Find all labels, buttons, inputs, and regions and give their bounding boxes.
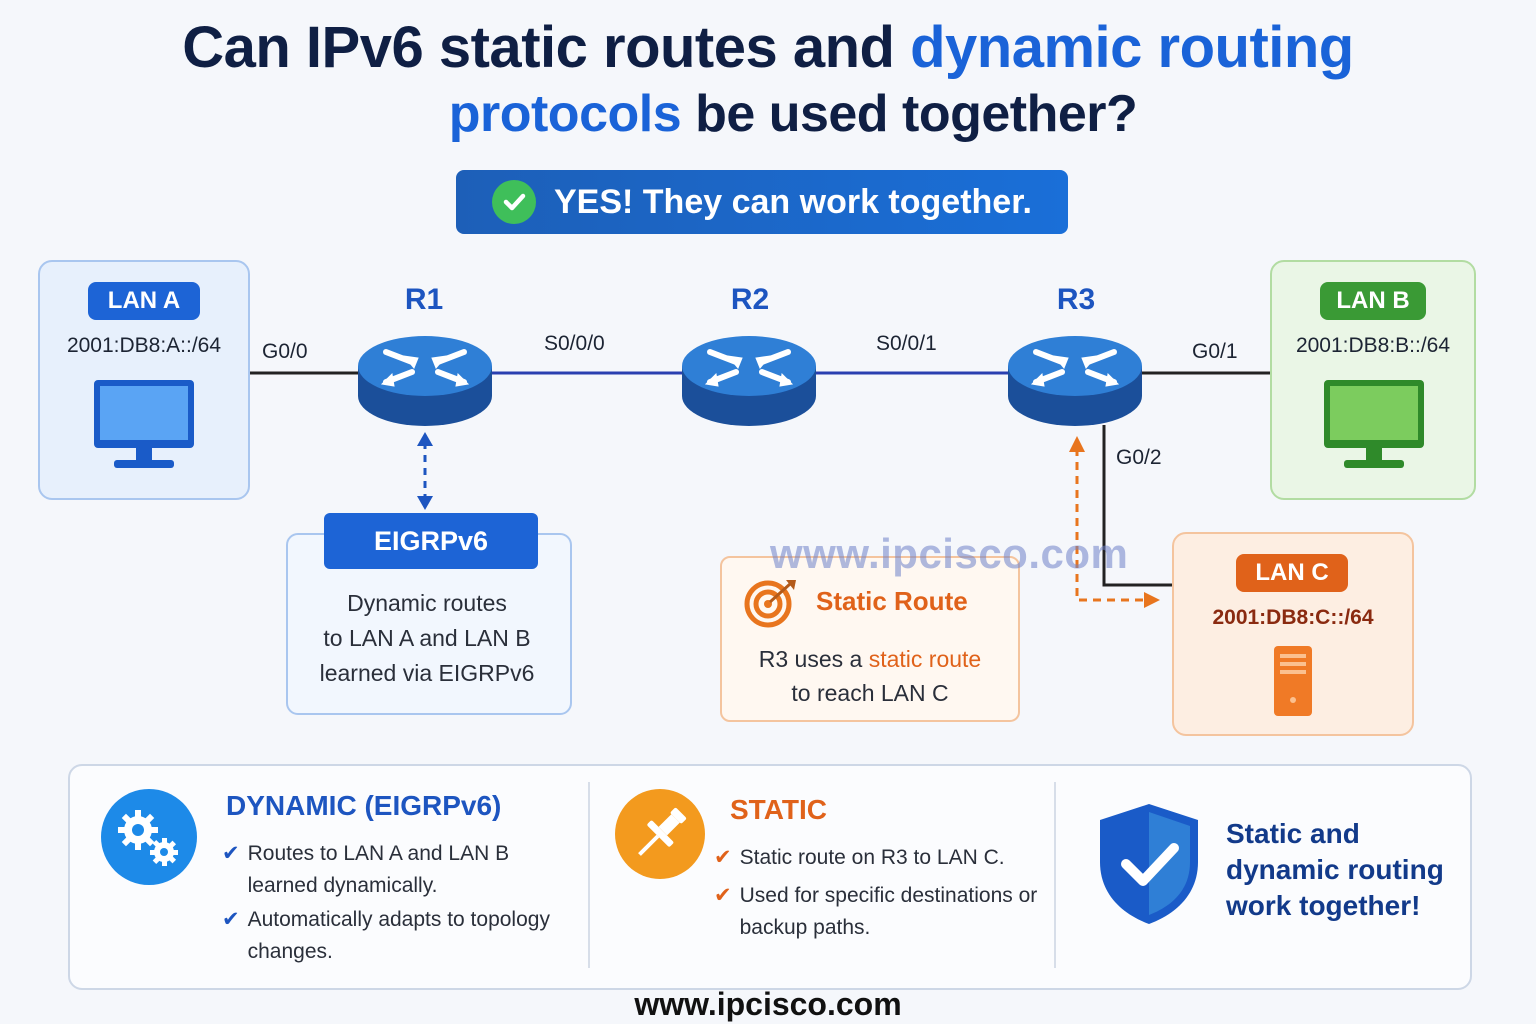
answer-text: YES! They can work together. xyxy=(553,182,1032,221)
target-icon xyxy=(744,580,796,628)
dynamic-bullet: ✔Automatically adapts to topology change… xyxy=(222,904,574,968)
eigrp-arrow-head-up xyxy=(417,432,433,446)
static-route-label: Static Route xyxy=(816,586,968,616)
conclusion-text: Static and dynamic routing work together… xyxy=(1226,818,1444,921)
lan-c-card: LAN C 2001:DB8:C::/64 xyxy=(1172,532,1414,736)
eigrp-description: Dynamic routes to LAN A and LAN B learne… xyxy=(286,586,568,691)
lan-a-label: LAN A xyxy=(88,282,200,320)
router-icon[interactable] xyxy=(356,330,494,430)
check-icon: ✔ xyxy=(714,846,732,869)
title-highlight: dynamic routing xyxy=(910,15,1354,80)
static-highlight: static route xyxy=(868,646,982,672)
dynamic-bullet: ✔Routes to LAN A and LAN B learned dynam… xyxy=(222,838,574,902)
interface-label: G0/1 xyxy=(1192,340,1238,363)
check-icon: ✔ xyxy=(222,842,240,865)
static-arrow xyxy=(1075,448,1146,602)
static-title: STATIC xyxy=(730,794,827,825)
router-r1-label: R1 xyxy=(404,283,444,316)
interface-label: G0/2 xyxy=(1116,446,1162,469)
router-r3-label: R3 xyxy=(1056,283,1096,316)
static-arrow-head-up xyxy=(1069,436,1085,452)
static-arrow-head-right xyxy=(1144,592,1160,608)
monitor-icon xyxy=(1324,380,1424,468)
static-route-description: R3 uses a static route to reach LAN C xyxy=(722,642,1018,710)
title-text: Can IPv6 static routes and xyxy=(182,15,911,80)
interface-label: G0/0 xyxy=(262,340,308,363)
lan-b-label: LAN B xyxy=(1320,282,1426,320)
eigrp-arrow-head-down xyxy=(417,496,433,510)
eigrp-line: to LAN A and LAN B xyxy=(323,625,531,651)
divider xyxy=(1054,782,1056,968)
page-title-line1: Can IPv6 static routes and dynamic routi… xyxy=(0,14,1536,81)
title-text: be used together? xyxy=(681,85,1138,143)
title-highlight: protocols xyxy=(448,85,682,143)
router-r2-label: R2 xyxy=(730,283,770,316)
dynamic-title: DYNAMIC (EIGRPv6) xyxy=(226,790,502,821)
interface-label: S0/0/1 xyxy=(876,332,937,355)
static-bullet: ✔Used for specific destinations or backu… xyxy=(714,880,1044,944)
summary-panel xyxy=(68,764,1472,990)
watermark: www.ipcisco.com xyxy=(770,530,1129,577)
page-title-line2: protocols be used together? xyxy=(0,84,1536,144)
interface-label: S0/0/0 xyxy=(544,332,605,355)
divider xyxy=(588,782,590,968)
pushpin-icon xyxy=(615,789,705,879)
lan-a-card: LAN A 2001:DB8:A::/64 xyxy=(38,260,250,500)
lan-b-address: 2001:DB8:B::/64 xyxy=(1295,334,1451,357)
footer-url[interactable]: www.ipcisco.com xyxy=(634,986,902,1022)
eigrp-line: Dynamic routes xyxy=(347,590,507,616)
router-icon[interactable] xyxy=(680,330,818,430)
check-icon: ✔ xyxy=(222,908,240,931)
gears-icon xyxy=(101,789,197,885)
eigrp-line: learned via EIGRPv6 xyxy=(319,660,535,686)
lan-c-label: LAN C xyxy=(1236,554,1348,592)
static-text: to reach LAN C xyxy=(791,680,949,706)
link-r3-lanc xyxy=(1102,425,1172,587)
lan-a-address: 2001:DB8:A::/64 xyxy=(66,334,222,357)
answer-banner: YES! They can work together. xyxy=(456,170,1068,234)
static-bullet: ✔Static route on R3 to LAN C. xyxy=(714,842,1044,874)
check-icon: ✔ xyxy=(714,884,732,907)
static-route-card: Static Route R3 uses a static route to r… xyxy=(720,556,1020,722)
static-text: R3 uses a xyxy=(758,646,869,672)
router-icon[interactable] xyxy=(1006,330,1144,430)
check-circle-icon xyxy=(491,180,536,224)
lan-c-address: 2001:DB8:C::/64 xyxy=(1212,606,1374,629)
monitor-icon xyxy=(94,380,194,468)
server-icon xyxy=(1274,646,1312,716)
eigrp-label: EIGRPv6 xyxy=(324,513,538,569)
lan-b-card: LAN B 2001:DB8:B::/64 xyxy=(1270,260,1476,500)
shield-check-icon xyxy=(1100,804,1198,924)
